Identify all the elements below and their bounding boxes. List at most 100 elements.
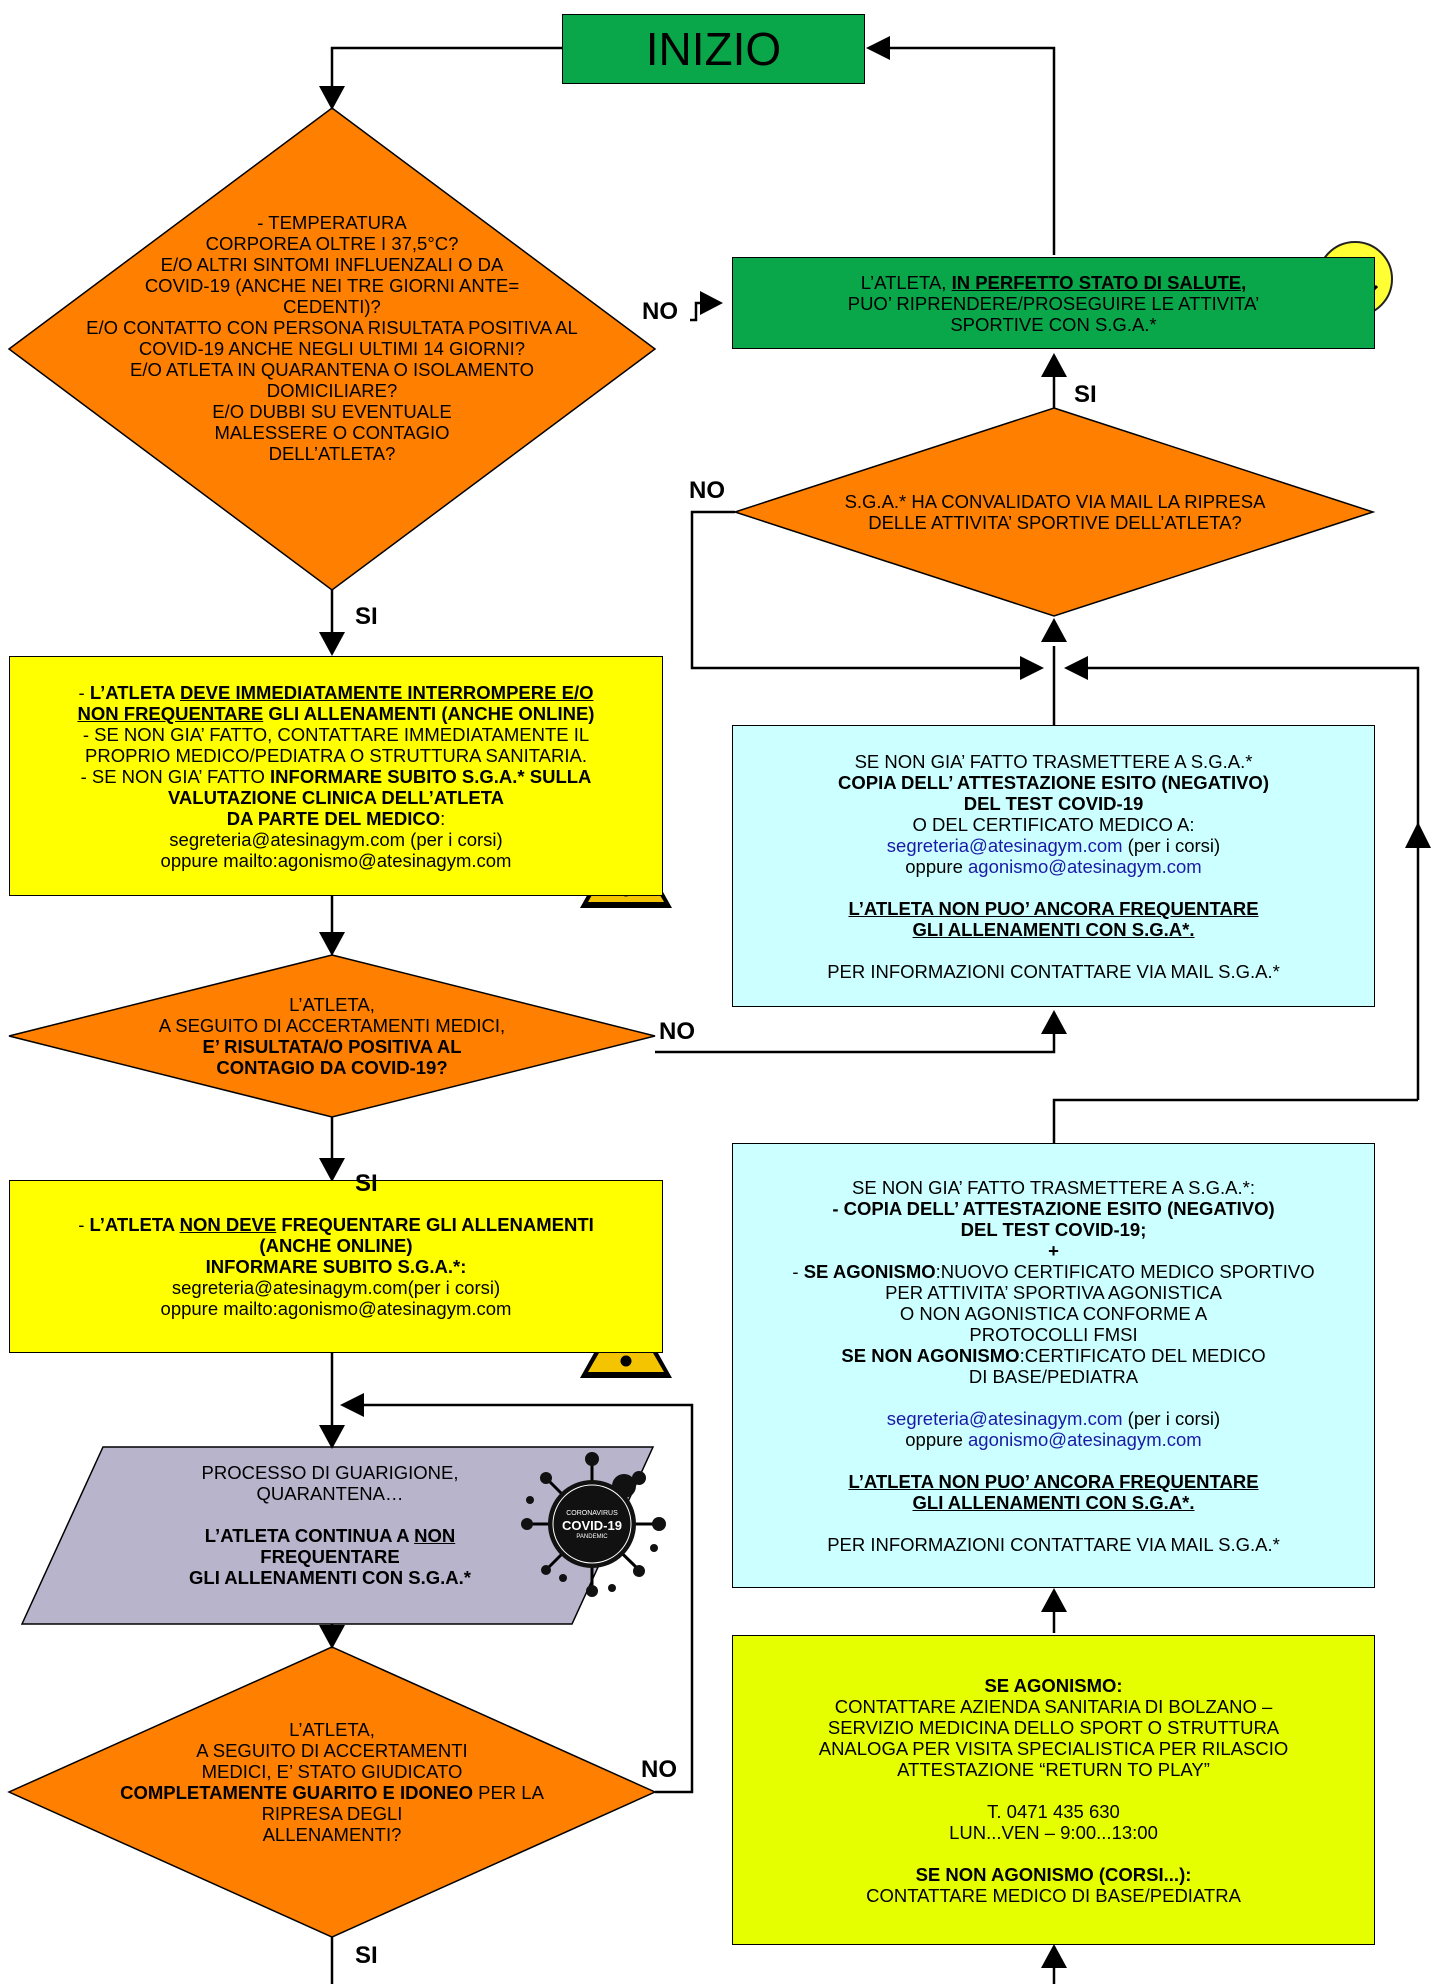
text-line: COVID-19 (ANCHE NEI TRE GIORNI ANTE= (144, 275, 520, 296)
text-line: DA PARTE DEL MEDICO: (227, 808, 446, 829)
text-line: VALUTAZIONE CLINICA DELL’ATLETA (167, 786, 505, 808)
phone-text: T. 0471 435 630 (987, 1800, 1120, 1822)
text-line: PUO’ RIPRENDERE/PROSEGUIRE LE ATTIVITA’ (847, 292, 1260, 314)
text-line: - TEMPERATURA (257, 212, 407, 233)
text-line: MEDICI, E’ STATO GIUDICATO (201, 1761, 463, 1782)
text-line: DOMICILIARE? (266, 380, 398, 401)
text-fragment: - (78, 681, 90, 703)
text-line: L’ATLETA CONTINUA A NON (130, 1525, 530, 1546)
email-text: oppure mailto:agonismo@atesinagym.com (160, 849, 512, 871)
text-fragment: oppure (905, 1428, 969, 1450)
recovery-text: PROCESSO DI GUARIGIONE, QUARANTENA… L’AT… (130, 1462, 530, 1588)
text-fragment: L’ATLETA CONTINUA A (204, 1525, 415, 1546)
decision-validated-text: S.G.A.* HA CONVALIDATO VIA MAIL LA RIPRE… (760, 491, 1350, 533)
text-line: PROCESSO DI GUARIGIONE, (201, 1462, 459, 1483)
negative-test-box: SE NON GIA’ FATTO TRASMETTERE A S.G.A.* … (732, 725, 1375, 1007)
stop-training-box: - L’ATLETA DEVE IMMEDIATAMENTE INTERROMP… (9, 656, 663, 896)
text-fragment: PER LA (472, 1782, 544, 1803)
text-line: E/O CONTATTO CON PERSONA RISULTATA POSIT… (86, 317, 578, 338)
text-line: PER ATTIVITA’ SPORTIVA AGONISTICA (885, 1281, 1222, 1303)
text-line: (ANCHE ONLINE) (259, 1235, 413, 1256)
text-fragment: : (440, 807, 446, 829)
covid-virus-icon (521, 1452, 666, 1597)
edge-label-si: SI (355, 603, 378, 630)
text-line: - L’ATLETA NON DEVE FREQUENTARE GLI ALLE… (78, 1214, 594, 1235)
email-text: segreteria@atesinagym.com(per i corsi) (171, 1277, 501, 1298)
text-line: GLI ALLENAMENTI CON S.G.A.* (189, 1567, 471, 1588)
arrowheads (319, 36, 1431, 1968)
text-line: SE NON GIA’ FATTO TRASMETTERE A S.G.A.* (854, 750, 1253, 772)
recovery-parallelogram (20, 1446, 655, 1625)
certificate-box: SE NON GIA’ FATTO TRASMETTERE A S.G.A.*:… (732, 1143, 1375, 1588)
text-line: DEL TEST COVID-19; (960, 1218, 1147, 1240)
text-fragment: L’ATLETA (89, 681, 180, 703)
positive-stop-box: - L’ATLETA NON DEVE FREQUENTARE GLI ALLE… (9, 1180, 663, 1353)
text-fragment: :NUOVO CERTIFICATO MEDICO SPORTIVO (935, 1260, 1315, 1282)
email-link[interactable]: segreteria@atesinagym.com (886, 834, 1123, 856)
text-line: RIPRESA DEGLI (261, 1803, 403, 1824)
text-line: + (1048, 1239, 1059, 1261)
text-line: FREQUENTARE (260, 1546, 400, 1567)
text-line: segreteria@atesinagym.com (per i corsi) (887, 1408, 1220, 1429)
covid-badge-text: CORONAVIRUS COVID-19 PANDEMIC (546, 1509, 638, 1541)
text-fragment: SE AGONISMO (803, 1260, 936, 1282)
text-fragment: L’ATLETA, (860, 271, 952, 293)
text-line: L’ATLETA, IN PERFETTO STATO DI SALUTE, (861, 272, 1246, 293)
text-line: CEDENTI)? (283, 296, 381, 317)
text-fragment: oppure (905, 855, 969, 877)
text-line: - SE AGONISMO:NUOVO CERTIFICATO MEDICO S… (792, 1261, 1314, 1282)
text-line: oppure agonismo@atesinagym.com (905, 1429, 1201, 1450)
text-line: PER INFORMAZIONI CONTATTARE VIA MAIL S.G… (827, 1533, 1280, 1555)
text-fragment: NON (414, 1525, 456, 1546)
edge-label-si: SI (355, 1942, 378, 1969)
text-line: CONTATTARE MEDICO DI BASE/PEDIATRA (866, 1884, 1241, 1906)
edge-label-no: NO (641, 1756, 677, 1783)
text-line: PROPRIO MEDICO/PEDIATRA O STRUTTURA SANI… (85, 744, 587, 766)
text-line: - COPIA DELL’ ATTESTAZIONE ESITO (NEGATI… (832, 1197, 1275, 1219)
text-fragment: :CERTIFICATO DEL MEDICO (1019, 1344, 1266, 1366)
text-line: E’ RISULTATA/O POSITIVA AL (202, 1036, 462, 1057)
text-line: ANALOGA PER VISITA SPECIALISTICA PER RIL… (818, 1737, 1289, 1759)
text-line: CORPOREA OLTRE I 37,5°C? (205, 233, 459, 254)
text-line: COVID-19 (562, 1518, 622, 1533)
text-line: QUARANTENA… (256, 1483, 404, 1504)
text-line: PER INFORMAZIONI CONTATTARE VIA MAIL S.G… (827, 960, 1280, 982)
text-line: L’ATLETA NON PUO’ ANCORA FREQUENTARE (848, 1470, 1259, 1492)
text-fragment: (per i corsi) (1122, 834, 1221, 856)
text-line: E/O ATLETA IN QUARANTENA O ISOLAMENTO (129, 359, 534, 380)
text-line: DELLE ATTIVITA’ SPORTIVE DELL’ATLETA? (868, 512, 1242, 533)
decision-symptoms-text: - TEMPERATURA CORPOREA OLTRE I 37,5°C? E… (30, 212, 634, 464)
text-fragment: INFORMARE SUBITO S.G.A.* SULLA (270, 765, 592, 787)
email-text: oppure mailto:agonismo@atesinagym.com (160, 1298, 512, 1319)
text-line: DELL’ATLETA? (268, 443, 396, 464)
text-line: ATTESTAZIONE “RETURN TO PLAY” (897, 1758, 1210, 1780)
text-line: INFORMARE SUBITO S.G.A.*: (205, 1256, 467, 1277)
text-line: O NON AGONISTICA CONFORME A (899, 1302, 1208, 1324)
text-line: SE NON GIA’ FATTO TRASMETTERE A S.G.A.*: (852, 1176, 1255, 1198)
connector-lines (330, 46, 1420, 1984)
text-line: PANDEMIC (576, 1534, 608, 1540)
text-line: SE NON AGONISMO:CERTIFICATO DEL MEDICO (841, 1345, 1265, 1366)
text-line: oppure agonismo@atesinagym.com (905, 856, 1201, 877)
resume-activities-box: L’ATLETA, IN PERFETTO STATO DI SALUTE, P… (732, 257, 1375, 349)
text-line: L’ATLETA NON PUO’ ANCORA FREQUENTARE (848, 897, 1259, 919)
email-link[interactable]: agonismo@atesinagym.com (968, 855, 1202, 877)
text-line: SERVIZIO MEDICINA DELLO SPORT O STRUTTUR… (827, 1716, 1280, 1738)
text-line: ALLENAMENTI? (262, 1824, 402, 1845)
hours-text: LUN...VEN – 9:00...13:00 (949, 1821, 1158, 1843)
text-fragment: - (792, 1260, 804, 1282)
email-link[interactable]: segreteria@atesinagym.com (886, 1407, 1123, 1429)
text-fragment: NON FREQUENTARE (77, 702, 264, 724)
text-line: segreteria@atesinagym.com (per i corsi) (887, 835, 1220, 856)
edge-label-si: SI (355, 1170, 378, 1197)
text-fragment: COMPLETAMENTE GUARITO E IDONEO (120, 1782, 473, 1803)
text-line: O DEL CERTIFICATO MEDICO A: (912, 813, 1195, 835)
email-text: segreteria@atesinagym.com (per i corsi) (169, 828, 503, 850)
text-fragment: DA PARTE DEL MEDICO (226, 807, 441, 829)
text-line: E/O DUBBI SU EVENTUALE (212, 401, 452, 422)
text-line: SPORTIVE CON S.G.A.* (950, 313, 1157, 335)
email-link[interactable]: agonismo@atesinagym.com (968, 1428, 1202, 1450)
text-line: E/O ALTRI SINTOMI INFLUENZALI O DA (160, 254, 504, 275)
text-line: L’ATLETA, (289, 994, 375, 1015)
text-fragment: IN PERFETTO STATO DI SALUTE, (951, 271, 1247, 293)
